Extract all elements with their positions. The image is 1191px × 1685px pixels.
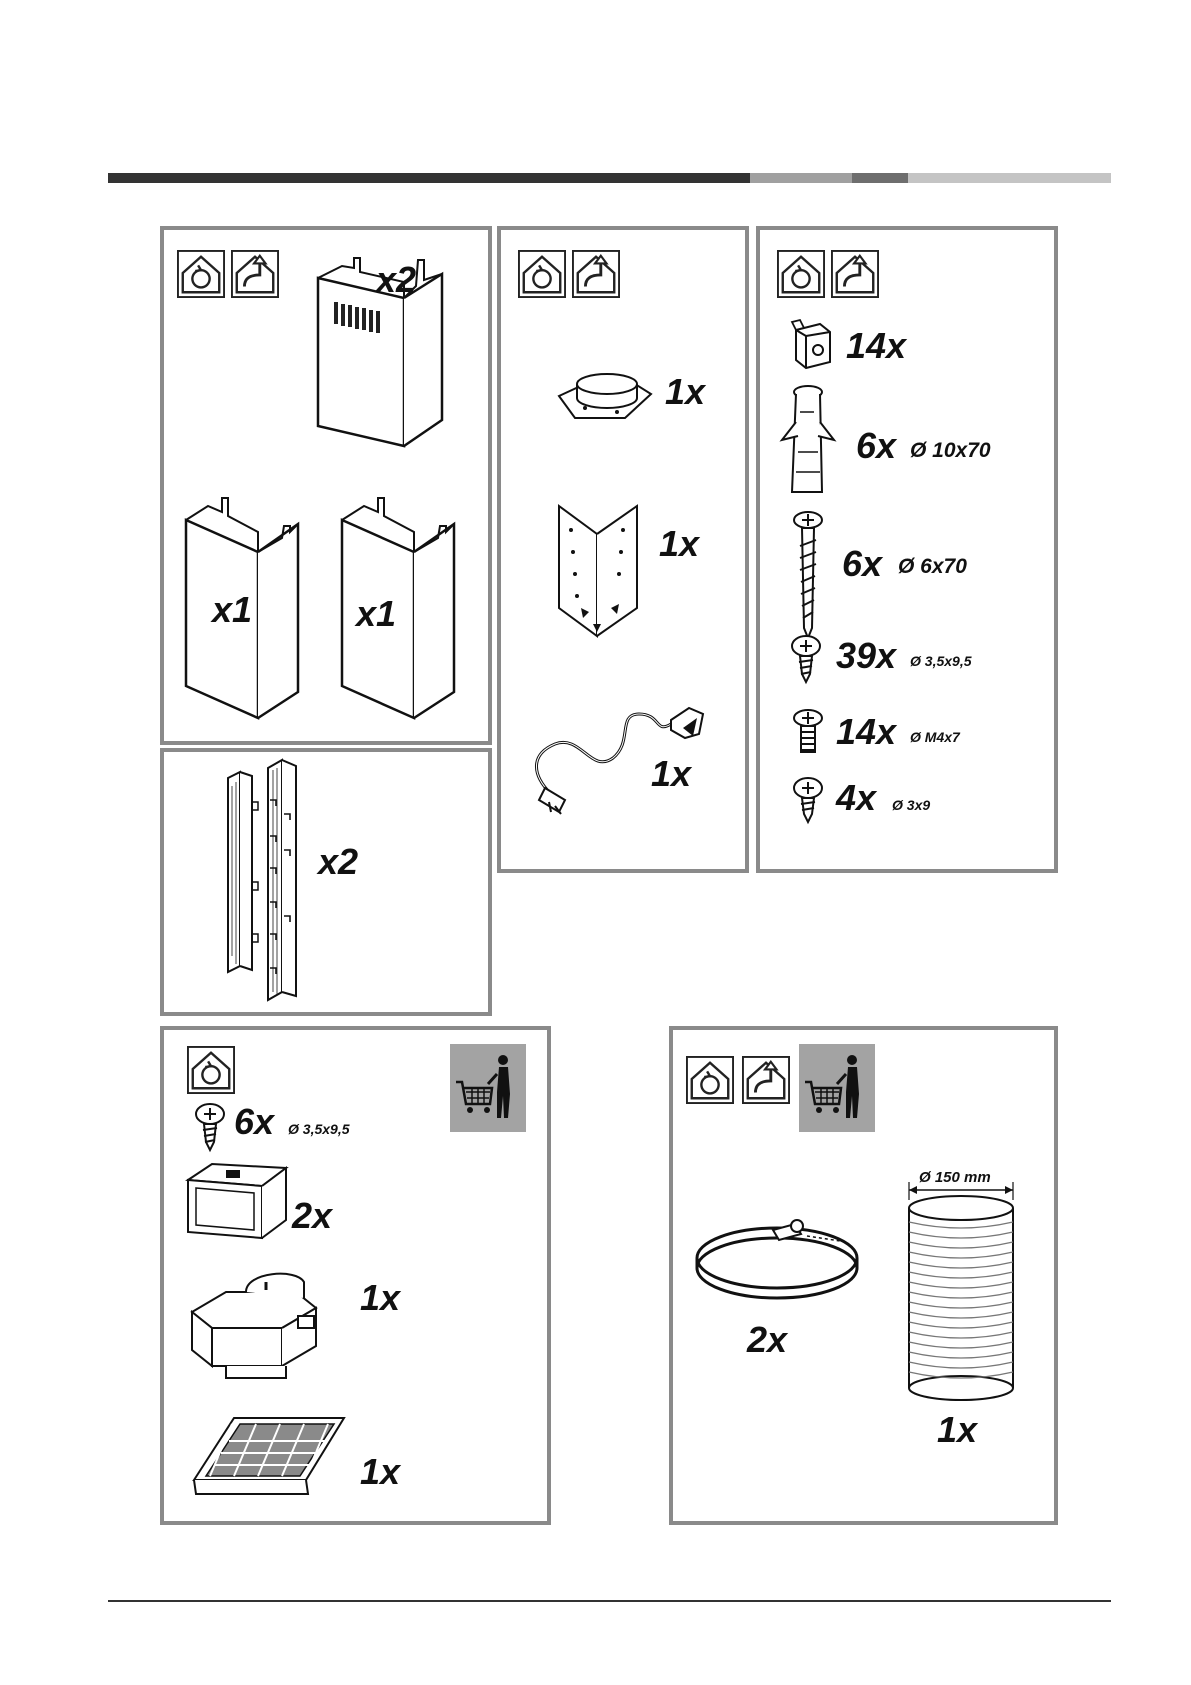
deflector-box-icon [186,1262,336,1382]
hose-diameter-label: Ø 150 mm [919,1170,991,1185]
bracket-qty: x2 [318,844,358,880]
self-tapping-screw-icon [192,1102,228,1152]
header-bar-segment-dark [108,173,750,183]
wall-plug-dim: Ø 10x70 [910,440,991,461]
recirculation-house-icon [517,250,567,298]
upper-chimney-qty: x2 [376,262,416,298]
lower-chimney-left-qty: x1 [212,592,252,628]
panel-accessories: 1x 1x 1x [497,226,749,873]
chimney-bracket-icon [220,756,310,1006]
lower-chimney-right-qty: x1 [356,596,396,632]
hose-clamp-icon [687,1196,877,1316]
self-tapping-screw-dim: Ø 3,5x9,5 [910,654,972,668]
flexible-hose-qty: 1x [937,1412,977,1448]
duct-flange-qty: 1x [665,374,705,410]
lower-chimney-right-icon [334,492,464,722]
machine-screw-dim: Ø M4x7 [910,730,960,744]
cage-nut-icon [790,318,836,372]
machine-screw-icon [790,708,826,756]
header-bar-segment-light [750,173,852,183]
power-cord-icon [521,694,721,814]
small-screw-dim: Ø 3x9 [892,798,930,812]
self-tapping-screw-icon [788,634,824,684]
wood-screw-dim: Ø 6x70 [898,556,967,577]
panel-brackets: x2 [160,748,492,1016]
power-cord-qty: 1x [651,756,691,792]
shopping-cart-person-icon [799,1044,875,1132]
recirculation-house-icon [776,250,826,298]
panel-recirculation-kit: 6x Ø 3,5x9,5 2x 1x 1x [160,1026,551,1525]
recirc-screw-qty: 6x [234,1104,274,1140]
recirc-screw-dim: Ø 3,5x9,5 [288,1122,350,1136]
footer-rule [108,1600,1111,1602]
carbon-filter-qty: 1x [360,1454,400,1490]
recirculation-house-icon [685,1056,735,1104]
extraction-house-icon [230,250,280,298]
header-bar-segment-mid [852,173,908,183]
self-tapping-screw-qty: 39x [836,638,896,674]
wood-screw-qty: 6x [842,546,882,582]
shopping-cart-person-icon [450,1044,526,1132]
extraction-house-icon [741,1056,791,1104]
small-screw-icon [790,776,826,824]
deflector-box-qty: 1x [360,1280,400,1316]
extraction-house-icon [571,250,621,298]
duct-connector-icon [182,1158,292,1244]
extraction-house-icon [830,250,880,298]
flexible-hose-icon [905,1194,1017,1404]
panel-chimney-sections: x2 x1 x1 [160,226,492,745]
carbon-filter-icon [188,1410,348,1500]
small-screw-qty: 4x [836,780,876,816]
machine-screw-qty: 14x [836,714,896,750]
panel-duct-kit: 2x Ø 150 mm 1x [669,1026,1058,1525]
wall-plug-icon [778,382,838,502]
duct-connector-qty: 2x [292,1198,332,1234]
hose-clamp-qty: 2x [747,1322,787,1358]
duct-flange-icon [555,364,655,424]
wall-plug-qty: 6x [856,428,896,464]
recirculation-house-icon [176,250,226,298]
corner-bracket-icon [553,500,643,640]
corner-bracket-qty: 1x [659,526,699,562]
cage-nut-qty: 14x [846,328,906,364]
recirculation-house-icon [186,1046,236,1094]
wood-screw-icon [788,510,828,640]
header-bar-segment-pale [908,173,1111,183]
panel-fixings: 14x 6x Ø 10x70 6x Ø 6x70 39x Ø 3,5x9,5 1… [756,226,1058,873]
